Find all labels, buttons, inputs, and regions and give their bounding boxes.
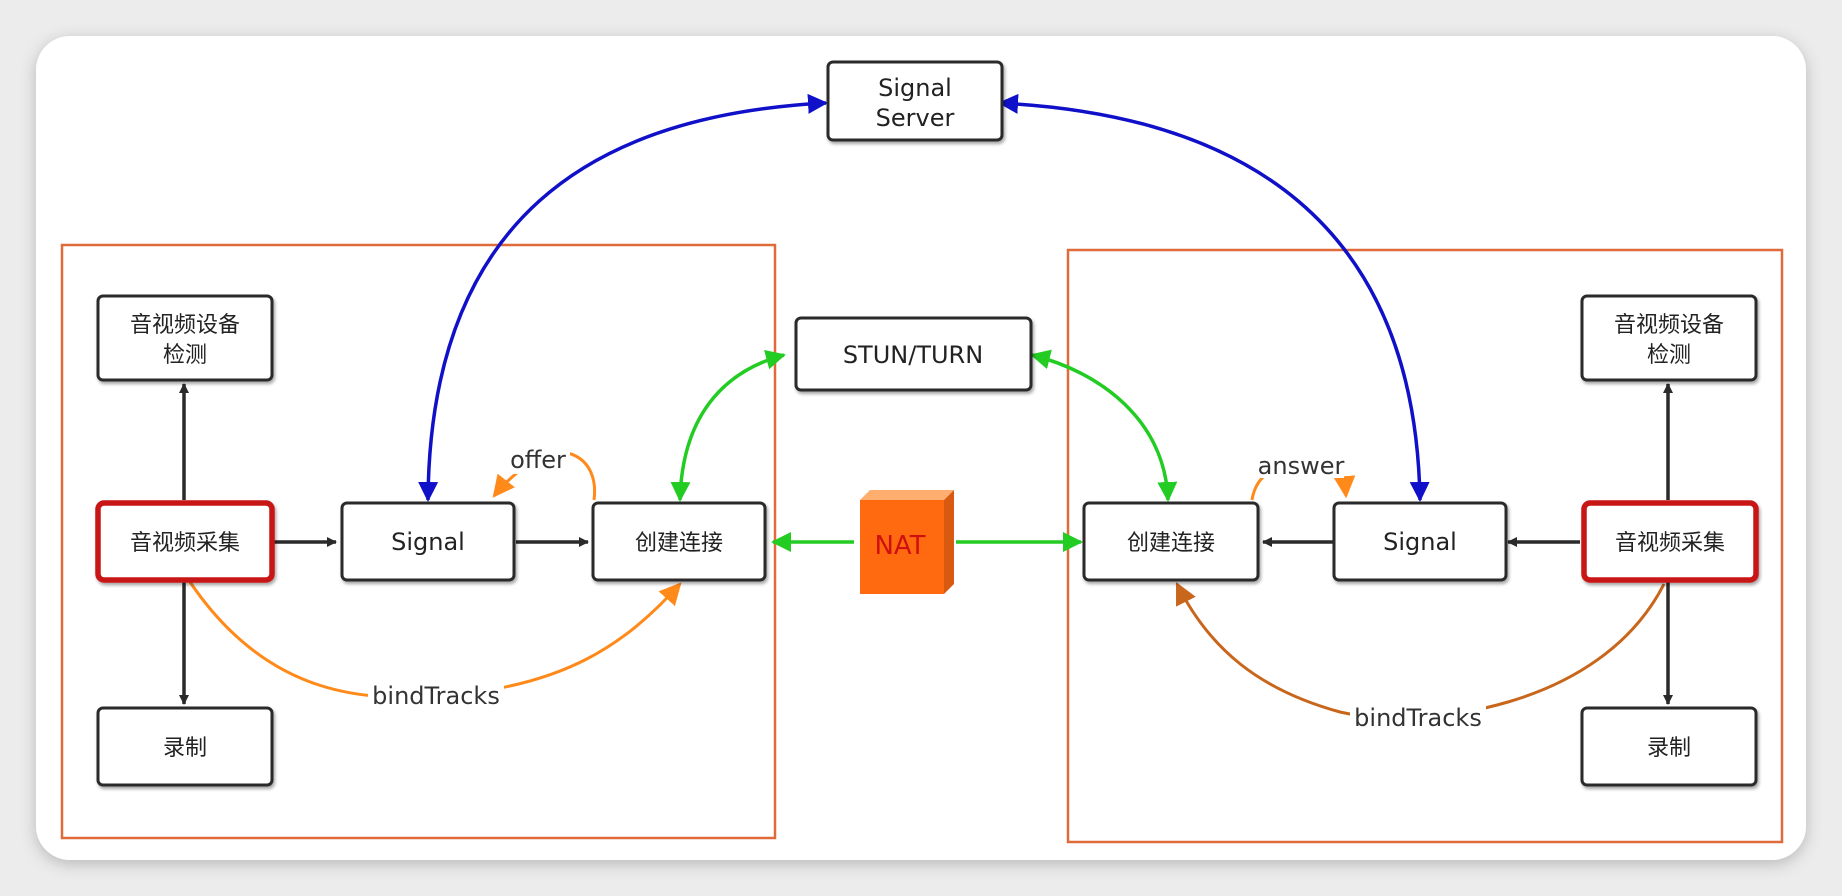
left-device-detect-label-line1: 音视频设备 — [130, 313, 240, 338]
signaling-arrow-left — [418, 93, 828, 502]
left-capture-box — [95, 500, 275, 583]
nat-box — [860, 500, 944, 594]
right-signal-box — [1332, 501, 1508, 582]
offer-label: offer — [510, 446, 566, 474]
right-connect-label: 创建连接 — [1127, 531, 1215, 556]
left-connect-label: 创建连接 — [635, 531, 723, 556]
right-connect-box — [1082, 501, 1260, 582]
right-signal-label: Signal — [1383, 528, 1457, 556]
bindtracks-label-right: bindTracks — [1354, 704, 1482, 732]
signal-server-label-line1: Signal — [878, 74, 952, 102]
right-device-detect-box — [1580, 294, 1758, 382]
right-capture-label: 音视频采集 — [1615, 531, 1725, 556]
left-record-label: 录制 — [163, 736, 207, 761]
stun-turn-label: STUN/TURN — [843, 341, 983, 369]
left-device-detect-label-line2: 检测 — [163, 343, 207, 368]
nat-box-side — [944, 490, 954, 594]
left-signal-box — [340, 501, 516, 582]
right-capture-box — [1581, 500, 1759, 583]
nat-label: NAT — [874, 531, 925, 561]
ice-arrow-right — [1030, 349, 1178, 502]
right-device-detect-label-line2: 检测 — [1647, 343, 1691, 368]
answer-label: answer — [1258, 452, 1345, 480]
stun-turn-box — [794, 316, 1033, 392]
offer-label-bg — [506, 446, 570, 474]
ice-arrow-left — [670, 349, 786, 502]
left-signal-label: Signal — [391, 528, 465, 556]
signaling-arrow-right — [998, 93, 1430, 502]
answer-label-bg — [1258, 450, 1344, 478]
right-device-detect-label-line1: 音视频设备 — [1614, 313, 1724, 338]
signal-server-label-line2: Server — [876, 104, 955, 132]
bindtracks-label-left: bindTracks — [372, 682, 500, 710]
nat-box-top — [860, 490, 954, 500]
right-record-box — [1580, 706, 1758, 787]
right-record-label: 录制 — [1647, 736, 1691, 761]
left-device-detect-box — [96, 294, 274, 382]
bindtracks-label-bg-right — [1350, 700, 1486, 732]
left-record-box — [96, 706, 274, 787]
signal-server-box — [826, 60, 1004, 142]
left-connect-box — [591, 501, 767, 582]
left-capture-label: 音视频采集 — [130, 531, 240, 556]
diagram-card — [36, 36, 1806, 860]
bindtracks-label-bg-left — [368, 678, 504, 710]
